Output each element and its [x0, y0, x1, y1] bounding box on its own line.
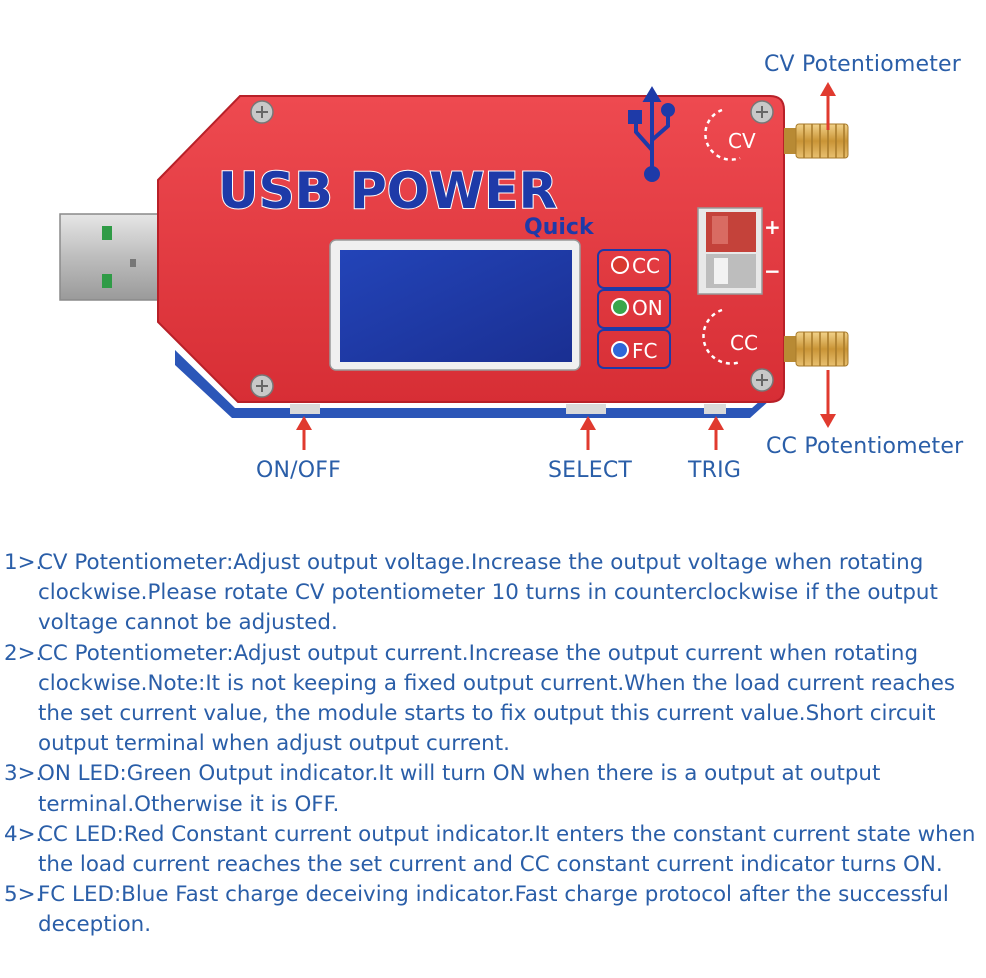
item-text: CC Potentiometer:Adjust output current.I…	[38, 640, 955, 757]
item-text: CV Potentiometer:Adjust output voltage.I…	[38, 550, 938, 636]
item-number: 3>.	[4, 761, 43, 787]
on-off-callout: ON/OFF	[256, 458, 342, 483]
fc-led	[611, 341, 629, 359]
brand-logo-text: USB POWER	[218, 162, 557, 220]
cv-rotate-icon	[704, 108, 741, 161]
led-fc-label: FC	[632, 339, 657, 363]
cc-potentiometer[interactable]	[784, 331, 849, 367]
knob-cc-label: CC	[730, 331, 758, 355]
screw-icon	[250, 374, 274, 398]
lcd-screen	[340, 250, 572, 362]
description-item: 1>. CV Potentiometer:Adjust output volta…	[4, 548, 982, 639]
device-illustration: USB POWER Quick CC ON FC + − CV	[59, 82, 849, 450]
device-figure: USB POWER Quick CC ON FC + − CV	[59, 52, 964, 483]
on-led	[611, 298, 629, 316]
item-number: 5>.	[4, 882, 43, 908]
brand-sub-text: Quick	[524, 215, 595, 240]
cc-potentiometer-callout: CC Potentiometer	[766, 434, 964, 459]
screw-icon	[750, 368, 774, 392]
led-on-label: ON	[632, 296, 663, 320]
description-item: 5>. FC LED:Blue Fast charge deceiving in…	[4, 880, 982, 940]
led-cc-label: CC	[632, 254, 660, 278]
description-list: 1>. CV Potentiometer:Adjust output volta…	[4, 548, 982, 941]
switch-plus-label: +	[764, 215, 781, 239]
screw-icon	[250, 100, 274, 124]
item-text: ON LED:Green Output indicator.It will tu…	[38, 761, 881, 817]
slide-switch[interactable]	[697, 207, 763, 295]
on-off-button[interactable]	[290, 404, 320, 414]
cc-led	[611, 256, 629, 274]
item-number: 2>.	[4, 640, 43, 666]
item-number: 4>.	[4, 821, 43, 847]
screw-icon	[750, 100, 774, 124]
usb-symbol-icon	[628, 86, 675, 182]
select-callout: SELECT	[548, 458, 633, 483]
description-item: 4>. CC LED:Red Constant current output i…	[4, 820, 982, 880]
cv-potentiometer[interactable]	[784, 123, 849, 159]
item-text: FC LED:Blue Fast charge deceiving indica…	[38, 882, 949, 938]
description-item: 3>. ON LED:Green Output indicator.It wil…	[4, 759, 982, 819]
switch-minus-label: −	[764, 259, 781, 283]
item-number: 1>.	[4, 550, 43, 575]
cv-potentiometer-callout: CV Potentiometer	[764, 52, 962, 77]
usb-plug	[59, 213, 171, 301]
description-item: 2>. CC Potentiometer:Adjust output curre…	[4, 639, 982, 760]
select-button[interactable]	[566, 404, 606, 414]
item-text: CC LED:Red Constant current output indic…	[38, 821, 976, 878]
knob-cv-label: CV	[728, 129, 756, 153]
trig-button[interactable]	[704, 404, 726, 414]
cc-rotate-icon	[702, 308, 741, 365]
trig-callout: TRIG	[688, 458, 742, 483]
pointer-arrows	[296, 82, 836, 450]
